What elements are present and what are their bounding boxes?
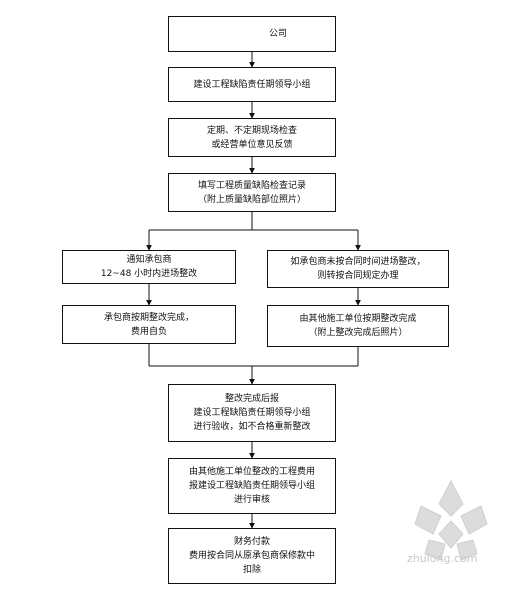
box-inspection: 定期、不定期现场检查 或经营单位意见反馈 — [168, 118, 336, 157]
box-cost-review: 由其他施工单位整改的工程费用 报建设工程缺陷责任期领导小组 进行审核 — [168, 458, 336, 514]
box-contractor-absent-line-1: 如承包商未按合同时间进场整改， — [290, 257, 426, 267]
box-defect-record: 填写工程质量缺陷检查记录 （附上质量缺陷部位照片） — [168, 173, 336, 212]
box-contractor-complete-line-1: 承包商按期整改完成， — [103, 312, 194, 323]
box-leadership-group-line-1: 建设工程缺陷责任期领导小组 — [193, 79, 311, 90]
box-company: 公司 — [168, 16, 336, 52]
box-notify-contractor-line-2: 12~48 小时内进场整改 — [100, 269, 198, 279]
box-inspection-line-1: 定期、不定期现场检查 — [206, 125, 297, 136]
box-other-unit-complete-line-2: （附上整改完成后照片） — [308, 328, 408, 338]
box-cost-review-line-1: 由其他施工单位整改的工程费用 — [188, 467, 315, 477]
box-cost-review-line-3: 进行审核 — [233, 495, 270, 505]
box-acceptance-line-1: 整改完成后报 — [224, 394, 279, 404]
box-leadership-group: 建设工程缺陷责任期领导小组 — [168, 67, 336, 102]
box-contractor-complete: 承包商按期整改完成， 费用自负 — [62, 305, 236, 344]
box-other-unit-complete-line-1: 由其他施工单位按期整改完成 — [299, 314, 417, 324]
box-payment: 财务付款 费用按合同从原承包商保修款中 扣除 — [168, 528, 336, 584]
box-payment-line-3: 扣除 — [242, 565, 261, 575]
box-acceptance: 整改完成后报 建设工程缺陷责任期领导小组 进行验收，如不合格重新整改 — [168, 384, 336, 442]
box-acceptance-line-2: 建设工程缺陷责任期领导小组 — [193, 408, 311, 418]
box-inspection-line-2: 或经营单位意见反馈 — [211, 139, 293, 150]
box-defect-record-line-1: 填写工程质量缺陷检查记录 — [197, 180, 306, 191]
box-cost-review-line-2: 报建设工程缺陷责任期领导小组 — [188, 481, 315, 491]
watermark-text: zhulong.com — [407, 552, 478, 565]
box-payment-line-2: 费用按合同从原承包商保修款中 — [188, 551, 315, 561]
watermark-logo-icon — [414, 479, 488, 561]
box-acceptance-line-3: 进行验收，如不合格重新整改 — [193, 422, 311, 432]
box-contractor-absent-line-2: 则转按合同规定办理 — [317, 271, 399, 281]
box-payment-line-1: 财务付款 — [233, 537, 270, 547]
box-contractor-complete-line-2: 费用自负 — [130, 326, 167, 337]
box-notify-contractor-line-1: 通知承包商 — [126, 255, 172, 265]
box-company-line-1: 公司 — [269, 29, 288, 39]
box-contractor-absent: 如承包商未按合同时间进场整改， 则转按合同规定办理 — [267, 250, 449, 288]
box-other-unit-complete: 由其他施工单位按期整改完成 （附上整改完成后照片） — [267, 305, 449, 347]
box-defect-record-line-2: （附上质量缺陷部位照片） — [197, 194, 306, 205]
box-notify-contractor: 通知承包商 12~48 小时内进场整改 — [62, 250, 236, 284]
